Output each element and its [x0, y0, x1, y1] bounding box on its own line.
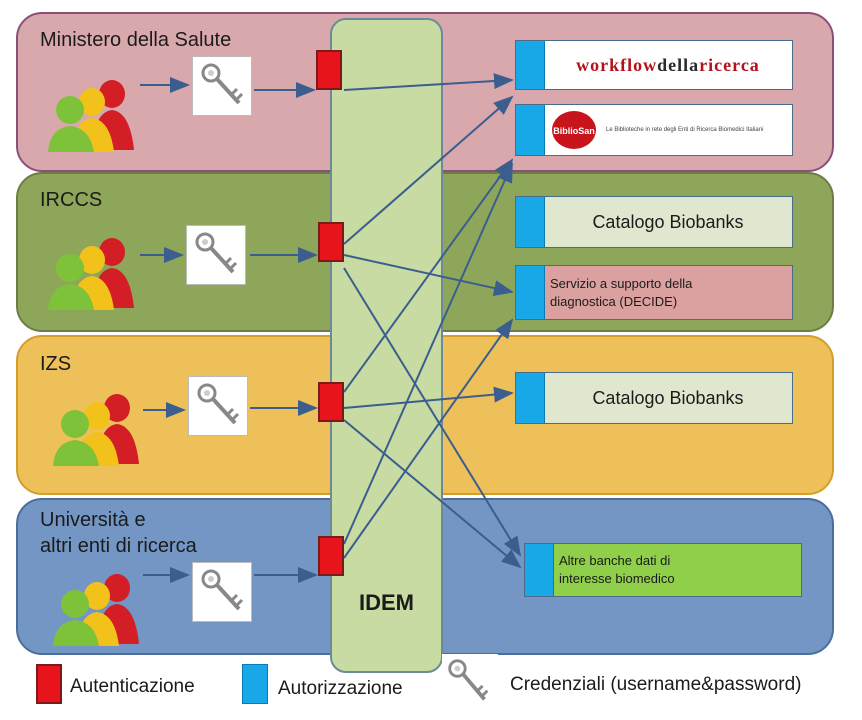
key-icon: [192, 562, 252, 622]
group-title-universita-line2: altri enti di ricerca: [40, 535, 197, 557]
legend-authorization-swatch: [242, 664, 268, 704]
ricerca-text: ricerca: [699, 54, 760, 75]
bibliosan-logo-text: BiblioSan: [553, 126, 595, 136]
catalogo-biobanks-label: Catalogo Biobanks: [592, 387, 744, 408]
authentication-box: [318, 536, 344, 576]
authorization-tab: [525, 544, 554, 596]
authentication-box: [316, 50, 342, 90]
authentication-box: [318, 222, 344, 262]
legend-authorization-label: Autorizzazione: [278, 678, 403, 699]
authorization-tab: [516, 373, 545, 423]
service-altre-banche-dati[interactable]: Altre banche dati di interesse biomedico: [524, 543, 802, 597]
people-group-icon: [53, 574, 139, 646]
authorization-tab: [516, 197, 545, 247]
workflow-text: workflow: [576, 54, 658, 75]
legend-authentication-swatch: [36, 664, 62, 704]
della-text: della: [657, 54, 700, 75]
people-group-icon: [48, 80, 134, 152]
service-bibliosan[interactable]: BiblioSan Le Biblioteche in rete degli E…: [515, 104, 793, 156]
key-icon: [192, 56, 252, 116]
group-title-izs: IZS: [40, 353, 72, 375]
authorization-tab: [516, 41, 545, 89]
idem-federation-column: [330, 18, 443, 673]
bibliosan-logo-icon: BiblioSan: [552, 111, 596, 149]
people-group-icon: [53, 394, 139, 466]
group-title-ministero: Ministero della Salute: [40, 29, 232, 51]
catalogo-biobanks-label: Catalogo Biobanks: [592, 211, 744, 232]
group-title-irccs: IRCCS: [40, 189, 103, 211]
decide-line2: diagnostica (DECIDE): [550, 293, 678, 309]
people-group-icon: [48, 238, 134, 310]
authentication-box: [318, 382, 344, 422]
altre-line1: Altre banche dati di: [559, 553, 671, 568]
authorization-tab: [516, 266, 545, 319]
bibliosan-subtitle: Le Biblioteche in rete degli Enti di Ric…: [606, 127, 764, 133]
legend-authentication-label: Autenticazione: [70, 676, 195, 697]
key-icon: [186, 225, 246, 285]
key-icon: [188, 376, 248, 436]
service-catalogo-biobanks-irccs[interactable]: Catalogo Biobanks: [515, 196, 793, 248]
idem-label: IDEM: [359, 590, 414, 615]
altre-line2: interesse biomedico: [559, 571, 675, 586]
authorization-tab: [516, 105, 545, 155]
legend-credentials-label: Credenziali (username&password): [510, 674, 802, 695]
decide-line1: Servizio a supporto della: [550, 275, 693, 291]
group-title-universita-line1: Università e: [40, 509, 146, 531]
service-catalogo-biobanks-izs[interactable]: Catalogo Biobanks: [515, 372, 793, 424]
service-decide[interactable]: Servizio a supporto della diagnostica (D…: [515, 265, 793, 320]
key-icon: [442, 654, 498, 712]
